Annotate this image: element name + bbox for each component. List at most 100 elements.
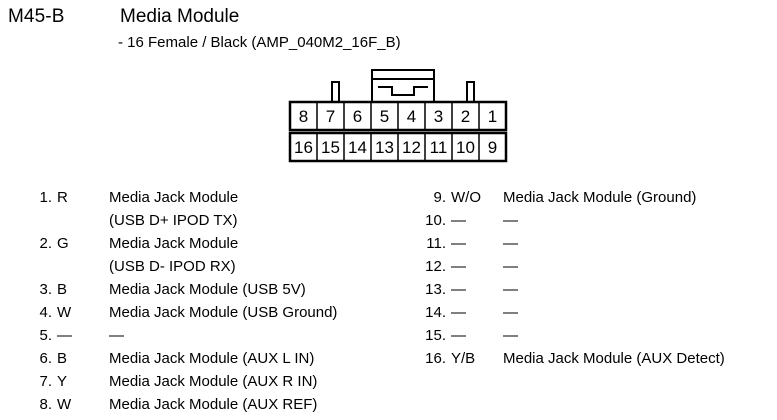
pin-number: 4.	[39, 304, 52, 321]
pin-number: 8.	[39, 396, 52, 413]
pin-wire-color: —	[57, 327, 72, 344]
pin-description-continued: (USB D- IPOD RX)	[109, 258, 236, 275]
pin-number: 16.	[425, 350, 446, 367]
pin-wire-color: —	[451, 304, 466, 321]
pin-row-top-dividers	[316, 102, 480, 130]
pin-description: Media Jack Module (AUX Detect)	[503, 350, 725, 367]
pin-row-right-12: 12. — —	[412, 255, 725, 278]
pin-number: 11.	[426, 235, 446, 252]
pin-number: 13.	[425, 281, 446, 298]
alignment-tab-right	[466, 81, 475, 103]
pin-description-continued: (USB D+ IPOD TX)	[109, 212, 238, 229]
pin-label-top-1: 7	[326, 107, 335, 126]
pin-row-left-2: 2. G Media Jack Module	[18, 232, 337, 255]
pin-number: 6.	[39, 350, 52, 367]
pin-label-bottom-1: 15	[321, 138, 340, 157]
pin-number: 12.	[425, 258, 446, 275]
pin-description: Media Jack Module (AUX REF)	[109, 396, 318, 413]
pin-row-left-2-cont: 2.G(USB D- IPOD RX)	[18, 255, 337, 278]
pin-wire-color: G	[57, 235, 69, 252]
pin-label-bottom-6: 10	[456, 138, 475, 157]
pin-description: —	[503, 304, 518, 321]
page-title: Media Module	[120, 6, 240, 27]
pin-row-bottom-labels: 16 15 14 13 12 11 10 9	[294, 138, 497, 157]
pin-row-left-1-cont: 1.R(USB D+ IPOD TX)	[18, 209, 337, 232]
pin-description: Media Jack Module (AUX L IN)	[109, 350, 315, 367]
pin-row-left-7: 7. Y Media Jack Module (AUX R IN)	[18, 370, 337, 393]
pin-label-top-6: 2	[461, 107, 470, 126]
pin-row-top: 8 7 6 5 4 3 2 1	[288, 100, 508, 132]
latch-top-bar	[371, 69, 435, 80]
pin-description: Media Jack Module (USB 5V)	[109, 281, 306, 298]
latch-body	[371, 78, 435, 103]
pin-row-right-14: 14. — —	[412, 301, 725, 324]
pin-row-left-5: 5. — —	[18, 324, 337, 347]
pin-label-top-2: 6	[353, 107, 362, 126]
pin-description: —	[503, 235, 518, 252]
pin-row-right-16: 16. Y/B Media Jack Module (AUX Detect)	[412, 347, 725, 370]
pin-row-left-4: 4. W Media Jack Module (USB Ground)	[18, 301, 337, 324]
pin-label-top-3: 5	[380, 107, 389, 126]
pin-number: 7.	[39, 373, 52, 390]
pin-number: 5.	[39, 327, 52, 344]
pin-description: —	[503, 258, 518, 275]
pin-wire-color: Y	[57, 373, 68, 390]
pin-wire-color: —	[451, 235, 466, 252]
connector-code: M45-B	[8, 6, 65, 27]
pin-row-left-8: 8. W Media Jack Module (AUX REF)	[18, 393, 337, 416]
pin-description: —	[109, 327, 124, 344]
pinout-list-right: 9. W/O Media Jack Module (Ground) 10. — — 11. —…	[412, 186, 725, 370]
pin-number: 2.	[39, 235, 52, 252]
connector-subtitle: - 16 Female / Black (AMP_040M2_16F_B)	[118, 34, 401, 51]
pin-number: 10.	[425, 212, 446, 229]
pin-description: Media Jack Module	[109, 235, 239, 252]
pin-row-right-15: 15. — —	[412, 324, 725, 347]
pin-wire-color: Y/B	[451, 350, 476, 367]
pin-number: 9.	[433, 189, 446, 206]
pin-description: Media Jack Module	[109, 189, 239, 206]
pin-label-bottom-3: 13	[375, 138, 394, 157]
pin-wire-color: —	[451, 281, 466, 298]
pin-wire-color: W	[57, 396, 72, 413]
pin-wire-color: R	[57, 189, 68, 206]
alignment-tab-left	[331, 81, 340, 103]
pin-row-top-labels: 8 7 6 5 4 3 2 1	[299, 107, 497, 126]
pin-label-bottom-4: 12	[402, 138, 421, 157]
pin-label-bottom-0: 16	[294, 138, 313, 157]
pin-wire-color: W/O	[451, 189, 481, 206]
latch-notch-profile	[378, 86, 428, 96]
pin-label-bottom-5: 11	[430, 138, 448, 157]
pin-number: 14.	[425, 304, 446, 321]
pin-label-top-5: 3	[434, 107, 443, 126]
pin-row-bottom-dividers	[316, 133, 480, 161]
pin-wire-color: —	[451, 327, 466, 344]
connector-diagram: 8 7 6 5 4 3 2 1 16 15 14 13 12 11	[288, 69, 508, 163]
pin-label-bottom-7: 9	[488, 138, 497, 157]
pin-label-top-4: 4	[407, 107, 416, 126]
pin-row-right-11: 11. — —	[412, 232, 725, 255]
pin-description: —	[503, 212, 518, 229]
pin-label-top-0: 8	[299, 107, 308, 126]
pin-wire-color: —	[451, 212, 466, 229]
pin-description: —	[503, 281, 518, 298]
pin-description: —	[503, 327, 518, 344]
pin-number: 15.	[425, 327, 446, 344]
pin-number: 1.	[39, 189, 52, 206]
pin-wire-color: W	[57, 304, 72, 321]
pin-row-left-6: 6. B Media Jack Module (AUX L IN)	[18, 347, 337, 370]
pin-description: Media Jack Module (Ground)	[503, 189, 697, 206]
pin-row-left-1: 1. R Media Jack Module	[18, 186, 337, 209]
pin-row-right-9: 9. W/O Media Jack Module (Ground)	[412, 186, 725, 209]
pin-row-bottom: 16 15 14 13 12 11 10 9	[288, 131, 508, 163]
pin-wire-color: B	[57, 350, 68, 367]
pin-wire-color: B	[57, 281, 68, 298]
pin-label-top-7: 1	[488, 107, 497, 126]
pin-row-right-13: 13. — —	[412, 278, 725, 301]
pin-number: 3.	[39, 281, 52, 298]
pin-row-right-10: 10. — —	[412, 209, 725, 232]
pin-description: Media Jack Module (USB Ground)	[109, 304, 338, 321]
pin-row-left-3: 3. B Media Jack Module (USB 5V)	[18, 278, 337, 301]
pin-wire-color: —	[451, 258, 466, 275]
pin-description: Media Jack Module (AUX R IN)	[109, 373, 318, 390]
